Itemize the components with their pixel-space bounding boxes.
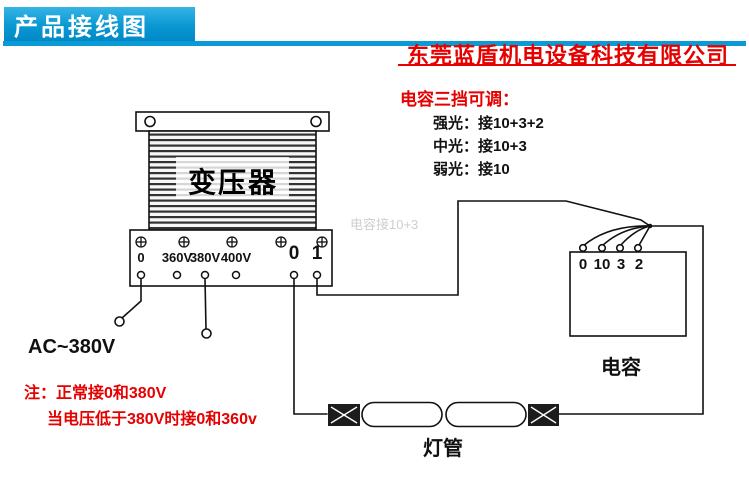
watermark: 电容接10+3: [350, 217, 419, 232]
wire-0-to-lamp: [293, 278, 328, 415]
header-divider: [3, 41, 746, 46]
transformer-label: 变压器: [187, 168, 278, 199]
transformer-drawing: [129, 111, 333, 287]
wire-capacitor-to-lamp: [556, 225, 704, 415]
bottom-note-line2: 当电压低于380V时接0和360v: [47, 411, 257, 428]
screw-head-icons: [135, 236, 328, 248]
capacitor-terminal-arc-10: [601, 225, 651, 247]
wires: [121, 200, 704, 415]
wire-ac-to-0: [121, 278, 142, 319]
capacitor-box: [569, 223, 687, 337]
terminal-label-380v: 380V: [189, 250, 221, 265]
capacitor-terminal-label-2: 2: [634, 256, 644, 273]
output-terminal-label-1: 1: [311, 243, 323, 264]
page-title-banner: 产品接线图: [4, 7, 195, 41]
capacitor-note-strong: 强光：接10+3+2: [433, 115, 544, 132]
page-title: 产品接线图: [14, 13, 149, 41]
capacitor-terminal-arc-3: [619, 225, 651, 247]
lamp-label: 灯管: [423, 438, 463, 460]
lamp-drawing: [328, 401, 559, 428]
lamp-tube-2: [445, 401, 527, 428]
capacitor-note-medium: 中光：接10+3: [433, 138, 527, 155]
company-name-underline: [398, 64, 736, 66]
bottom-note-line1: 注：正常接0和380V: [24, 385, 167, 402]
wire-ac-to-380v: [204, 278, 207, 330]
capacitor-label: 电容: [601, 357, 641, 379]
lamp-tube-1: [361, 401, 443, 428]
capacitor-terminal-label-10: 10: [593, 256, 611, 273]
output-terminal-label-0: 0: [288, 243, 300, 264]
terminal-label-0: 0: [137, 250, 145, 265]
terminal-label-400v: 400V: [220, 250, 252, 265]
terminal-label-360v: 360V: [161, 250, 193, 265]
capacitor-note-title: 电容三挡可调：: [400, 90, 519, 109]
ac-input-terminals: [114, 316, 212, 339]
capacitor-terminal-label-3: 3: [616, 256, 626, 273]
capacitor-terminal-label-0: 0: [578, 256, 588, 273]
capacitor-note-weak: 弱光：接10: [433, 161, 510, 178]
ac-input-label: AC~380V: [28, 336, 116, 358]
company-name: 东莞蓝盾机电设备科技有限公司: [406, 43, 729, 68]
wire-1-to-capacitor: [316, 200, 651, 296]
